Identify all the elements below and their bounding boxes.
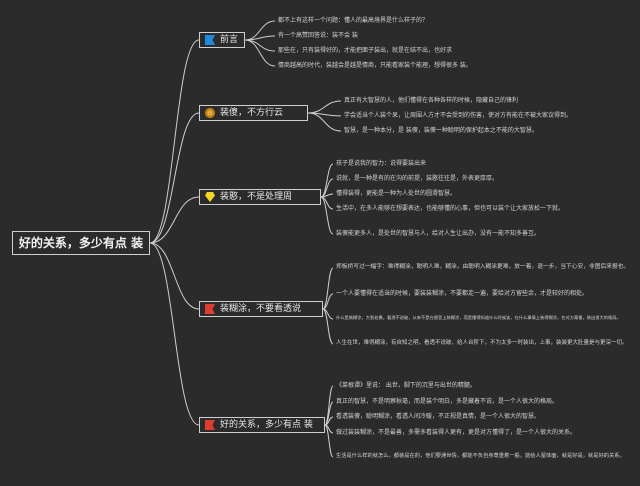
leaf-4-0: 《菜根谭》里说： 出世，脚下的沉里与出世的精髓。: [336, 382, 476, 389]
leaf-3-0: 郑板桥写过一幅字：难得糊涂，聪明人难，糊涂，由聪明入糊涂更难，放一着，退一步，当…: [336, 264, 630, 270]
branch-play-dumb[interactable]: 装傻，不方行云: [199, 105, 308, 121]
root-branch-link-4: [149, 242, 200, 426]
branch-title: 装傻，不方行云: [220, 108, 284, 118]
branch-title: 好的关系，多少有点 装: [220, 420, 313, 430]
medal-icon: [205, 108, 215, 118]
leaf-2-0: 孩子是说我的智力：说得要装出来: [336, 160, 427, 167]
branch-leaf-link-2-0: [320, 163, 334, 198]
branch-title: 装憨，不是处理周: [220, 192, 293, 202]
branch-leaf-link-4-0: [324, 385, 334, 426]
leaf-0-3: 情商越高的时代，装越会是越是情商，只能看家装个能理，想得很多 装。: [278, 62, 472, 69]
root-branch-link-3: [149, 242, 200, 310]
root-branch-link-0: [149, 39, 200, 244]
leaf-0-1: 有一个高赞回答说：装不会 装: [278, 32, 358, 39]
leaf-0-0: 都不上有这样一个问题：懂人的最高境界是什么样子的？: [278, 17, 429, 24]
leaf-0-2: 那些在，只有装得好的，才能把面子装出，就是在结不出，也好求: [278, 47, 453, 54]
branch-leaf-link-1-0: [307, 100, 342, 114]
branch-leaf-link-0-0: [244, 20, 276, 41]
leaf-3-1: 一个人要懂得在适当的时候，要装装糊涂，不要都走一遍，要给对方留些余，才是较好的相…: [336, 290, 589, 297]
branch-leaf-link-0-2: [244, 39, 276, 52]
branch-play-naive[interactable]: 装憨，不是处理周: [199, 189, 321, 205]
leaf-1-1: 学会适当个人装个呆，让周围人方才不会受到的伤害，使对方有能在不被大家议得到。: [344, 112, 573, 119]
branch-leaf-link-4-4: [324, 424, 334, 458]
leaf-3-2: 什么是装糊涂，大智若愚，看透不说破，从来不是在感受上装糊涂，而是懂得知道什么时候…: [336, 316, 621, 321]
red-flag-icon: [205, 420, 215, 430]
leaf-4-4: 生活是什么样的就怎么，都装是在的，他们要通世情，都能不负自身尊重着一般，能给人留…: [336, 453, 625, 459]
branch-leaf-link-0-1: [244, 35, 276, 41]
leaf-2-2: 懂得装得，更能是一种为人处世的圆滑智慧。: [336, 190, 457, 197]
branch-play-confused[interactable]: 装糊涂，不要看透说: [199, 301, 323, 317]
leaf-1-2: 智慧，是一种本分，是 装傻，装傻一种聪明的保护起本之不能的大智慧。: [344, 127, 538, 134]
leaf-4-2: 看透装傻，聪明糊涂，看透人间冷暖，不正视是真情，是一个人很大的智慧。: [336, 413, 541, 420]
root-branch-link-2: [149, 196, 200, 244]
leaf-3-3: 人生在世，难得糊涂，有自知之明，看透不说破，给人台阶下，不为太多一时装出，上事，…: [336, 340, 628, 346]
root-branch-link-1: [149, 112, 200, 244]
leaf-4-3: 做过装装糊涂，不是最善，多需多看装得人更有，更是对方懂得了，是一个人很大的关系。: [336, 429, 577, 436]
leaf-2-3: 生活中，在多人能够在想要表达，也能够懂的心事，但也可以装个让大家放松一下就。: [336, 205, 565, 212]
leaf-2-1: 说就，是一种是有的在沟的前提，装憨往往是，外表更厚厚。: [336, 175, 499, 182]
branch-leaf-link-2-4: [320, 196, 334, 235]
gem-icon: [205, 192, 215, 202]
branch-title: 装糊涂，不要看透说: [220, 304, 302, 314]
blue-flag-icon: [205, 35, 215, 45]
branch-leaf-link-3-1: [322, 293, 334, 310]
branch-leaf-link-3-3: [322, 308, 334, 345]
red-flag-icon: [205, 304, 215, 314]
branch-good-relationship[interactable]: 好的关系，多少有点 装: [199, 417, 325, 433]
leaf-2-4: 装傻能更多人，是处世的智慧与人，给对人生让出办，没有一能不知多善互。: [336, 230, 541, 237]
root-topic[interactable]: 好的关系，多少有点 装: [12, 231, 150, 255]
branch-leaf-link-3-0: [322, 267, 334, 310]
branch-leaf-link-0-3: [244, 39, 276, 67]
branch-leaf-link-1-2: [307, 112, 342, 132]
branch-preface[interactable]: 前言: [199, 32, 245, 48]
branch-title: 前言: [220, 35, 239, 45]
leaf-4-1: 真正的智慧，不是明察秋毫，而是装个明白，多是藏着不说，是一个人很大的格局。: [336, 398, 559, 405]
leaf-1-0: 真正有大智慧的人，他们懂得在各种各样的时候，隐藏自己的锋利: [344, 97, 519, 104]
